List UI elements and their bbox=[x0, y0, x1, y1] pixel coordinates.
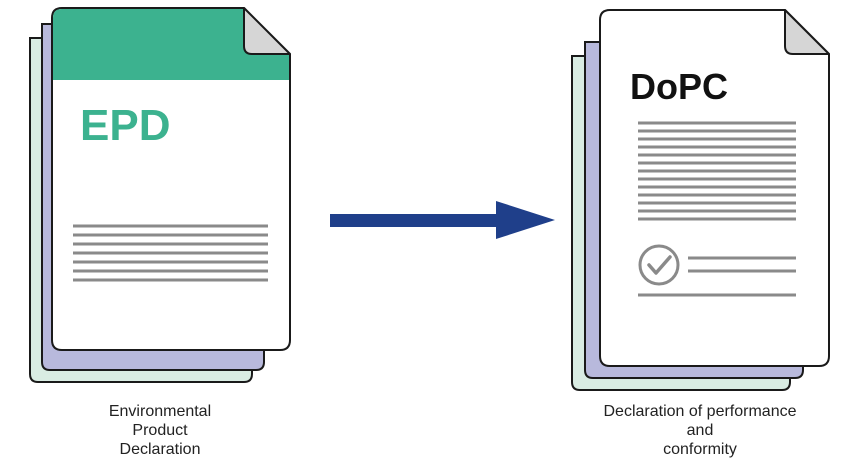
dopc-caption: Declaration of performance and conformit… bbox=[565, 402, 835, 459]
epd-folded-corner bbox=[243, 7, 291, 55]
dopc-text-lines bbox=[638, 121, 796, 221]
epd-caption-line: Product bbox=[132, 422, 188, 439]
epd-caption-line: Environmental bbox=[108, 403, 212, 420]
check-circle bbox=[638, 244, 680, 286]
arrow-right-icon bbox=[330, 201, 555, 239]
epd-front-sheet bbox=[51, 7, 291, 351]
epd-caption: Environmental Product Declaration bbox=[70, 402, 250, 459]
dopc-title: DoPC bbox=[630, 66, 728, 107]
epd-title: EPD bbox=[80, 101, 170, 150]
dopc-document-stack: DoPC bbox=[571, 9, 830, 391]
dopc-caption-line: and bbox=[686, 422, 714, 439]
epd-header-band bbox=[53, 9, 289, 80]
dopc-caption-line: Declaration of performance bbox=[603, 403, 797, 420]
checkmark-circle-icon bbox=[638, 244, 680, 286]
arrow-head bbox=[496, 201, 555, 239]
epd-document-stack: EPD bbox=[29, 7, 291, 383]
dopc-caption-line: conformity bbox=[663, 441, 737, 458]
dopc-signature-lines bbox=[638, 256, 796, 297]
arrow-shaft bbox=[330, 214, 505, 227]
epd-caption-line: Declaration bbox=[119, 441, 201, 458]
epd-text-lines bbox=[73, 224, 268, 282]
check-mark bbox=[647, 255, 672, 275]
dopc-folded-corner bbox=[784, 9, 830, 55]
